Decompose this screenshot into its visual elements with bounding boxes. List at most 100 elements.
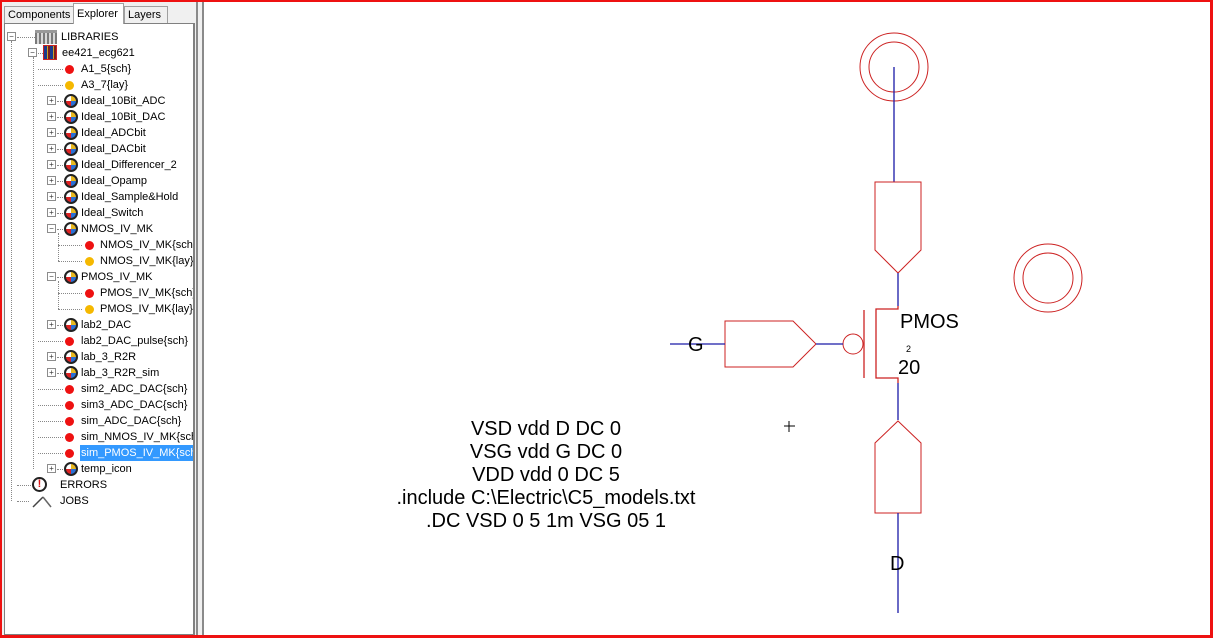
expand-plus-icon[interactable]: + [47,112,56,121]
tree-item[interactable]: − NMOS_IV_MK [5,221,193,237]
tree-item[interactable]: sim_ADC_DAC{sch} [5,413,193,429]
cell-icon [64,206,78,220]
tree-item[interactable]: + lab_3_R2R [5,349,193,365]
tab-components[interactable]: Components [4,6,74,23]
tree-item-label[interactable]: lab2_DAC_pulse{sch} [81,335,189,347]
collapse-minus-icon[interactable]: − [47,272,56,281]
tree-item[interactable]: + Ideal_Differencer_2 [5,157,193,173]
tree-item-jobs[interactable]: JOBS [5,493,193,509]
tree-item-label[interactable]: Ideal_ADCbit [81,127,146,139]
expand-plus-icon[interactable]: + [47,352,56,361]
tree-item[interactable]: + Ideal_Opamp [5,173,193,189]
tab-layers[interactable]: Layers [124,6,168,23]
tree-item-label[interactable]: Ideal_10Bit_DAC [81,111,166,123]
tree-item[interactable]: A3_7{lay} [5,77,193,93]
cell-icon [64,94,78,108]
tree-item-label[interactable]: Ideal_Switch [81,207,144,219]
tree-item-libraries[interactable]: − LIBRARIES [5,29,193,45]
source-vsd-symbol[interactable] [874,181,922,274]
tree-item[interactable]: A1_5{sch} [5,61,193,77]
tree-item[interactable]: + Ideal_Sample&Hold [5,189,193,205]
pmos-transistor[interactable] [842,306,899,383]
tree-item-label[interactable]: sim_ADC_DAC{sch} [81,415,182,427]
expand-plus-icon[interactable]: + [47,208,56,217]
tree-connector-line [58,293,82,294]
expand-plus-icon[interactable]: + [47,368,56,377]
spice-netlist-text[interactable]: VSD vdd D DC 0 VSG vdd G DC 0 VDD vdd 0 … [368,418,724,533]
tree-item-label[interactable]: Ideal_Opamp [81,175,148,187]
tree-item[interactable]: NMOS_IV_MK{lay} [5,253,194,269]
cell-icon [64,366,78,380]
library-book-icon [43,45,57,60]
tree-item-errors[interactable]: !ERRORS [5,477,193,493]
tree-item-library[interactable]: − ee421_ecg621 [5,45,193,61]
expand-plus-icon[interactable]: + [47,176,56,185]
tree-item[interactable]: + Ideal_Switch [5,205,193,221]
collapse-minus-icon[interactable]: − [7,32,16,41]
collapse-minus-icon[interactable]: − [28,48,37,57]
collapse-minus-icon[interactable]: − [47,224,56,233]
tree-item-label[interactable]: PMOS_IV_MK{sch} [100,287,195,299]
tree-item-label[interactable]: NMOS_IV_MK [81,223,154,235]
tree-item-label[interactable]: Ideal_Differencer_2 [81,159,177,171]
expand-plus-icon[interactable]: + [47,464,56,473]
tree-item-label[interactable]: NMOS_IV_MK{sch} [100,239,195,251]
tree-item-label[interactable]: Ideal_Sample&Hold [81,191,179,203]
tree-item-label[interactable]: lab_3_R2R [81,351,137,363]
expand-plus-icon[interactable]: + [47,192,56,201]
explorer-panel: Components Explorer Layers − LIBRARIES − ee… [2,2,196,635]
tree-item-label[interactable]: lab_3_R2R_sim [81,367,160,379]
tree-item[interactable]: PMOS_IV_MK{sch} [5,285,195,301]
tree-item-label[interactable]: ERRORS [60,479,108,491]
tree-item[interactable]: sim_NMOS_IV_MK{sch} [5,429,195,445]
tree-item[interactable]: sim_PMOS_IV_MK{sch} [5,445,193,461]
source-vsg-symbol[interactable] [724,320,817,368]
expand-plus-icon[interactable]: + [47,144,56,153]
tree-item-label[interactable]: ee421_ecg621 [62,47,135,59]
tree-item[interactable]: + Ideal_10Bit_ADC [5,93,193,109]
tree-item[interactable]: NMOS_IV_MK{sch} [5,237,195,253]
tree-item[interactable]: + lab_3_R2R_sim [5,365,193,381]
tree-item-label[interactable]: LIBRARIES [61,31,119,43]
tree-item-label[interactable]: sim3_ADC_DAC{sch} [81,399,188,411]
tree-item-label[interactable]: NMOS_IV_MK{lay} [100,255,194,267]
tree-item-label[interactable]: Ideal_DACbit [81,143,146,155]
tree-item-label[interactable]: PMOS_IV_MK [81,271,153,283]
tree-item-label[interactable]: Ideal_10Bit_ADC [81,95,166,107]
tree-item-label[interactable]: JOBS [60,495,89,507]
tree-item-label[interactable]: A3_7{lay} [81,79,129,91]
tree-item[interactable]: PMOS_IV_MK{lay} [5,301,193,317]
gate-pin-label[interactable]: G [688,334,704,356]
expand-plus-icon[interactable]: + [47,128,56,137]
schematic-canvas[interactable]: PMOS 2 20 G D [204,2,1210,635]
tree-item[interactable]: sim3_ADC_DAC{sch} [5,397,193,413]
tree-item[interactable]: lab2_DAC_pulse{sch} [5,333,193,349]
expand-plus-icon[interactable]: + [47,96,56,105]
panel-splitter[interactable] [196,2,204,635]
tree-item-label[interactable]: sim_NMOS_IV_MK{sch} [81,431,195,443]
tree-connector-line [57,197,63,198]
tree-item-label[interactable]: sim_PMOS_IV_MK{sch} [80,445,193,461]
tree-item-label[interactable]: sim2_ADC_DAC{sch} [81,383,188,395]
tree-item[interactable]: + lab2_DAC [5,317,193,333]
tree-item-label[interactable]: lab2_DAC [81,319,132,331]
netlist-line: .DC VSD 0 5 1m VSG 05 1 [425,510,667,532]
tree-item[interactable]: + Ideal_10Bit_DAC [5,109,193,125]
expand-plus-icon[interactable]: + [47,320,56,329]
tree-item[interactable]: − PMOS_IV_MK [5,269,193,285]
tree-item[interactable]: + Ideal_ADCbit [5,125,193,141]
tab-explorer[interactable]: Explorer [73,3,124,24]
cell-icon [64,126,78,140]
tree-connector-line [38,421,63,422]
tree-item[interactable]: sim2_ADC_DAC{sch} [5,381,193,397]
tree-item-label[interactable]: temp_icon [81,463,132,475]
tree-item[interactable]: + temp_icon [5,461,193,477]
expand-plus-icon[interactable]: + [47,160,56,169]
drain-pin-label[interactable]: D [890,553,904,575]
tree-item-label[interactable]: PMOS_IV_MK{lay} [100,303,193,315]
ground-port[interactable] [1013,243,1083,313]
tree-item[interactable]: + Ideal_DACbit [5,141,193,157]
source-vdd-symbol[interactable] [874,420,922,514]
tree-item-label[interactable]: A1_5{sch} [81,63,132,75]
